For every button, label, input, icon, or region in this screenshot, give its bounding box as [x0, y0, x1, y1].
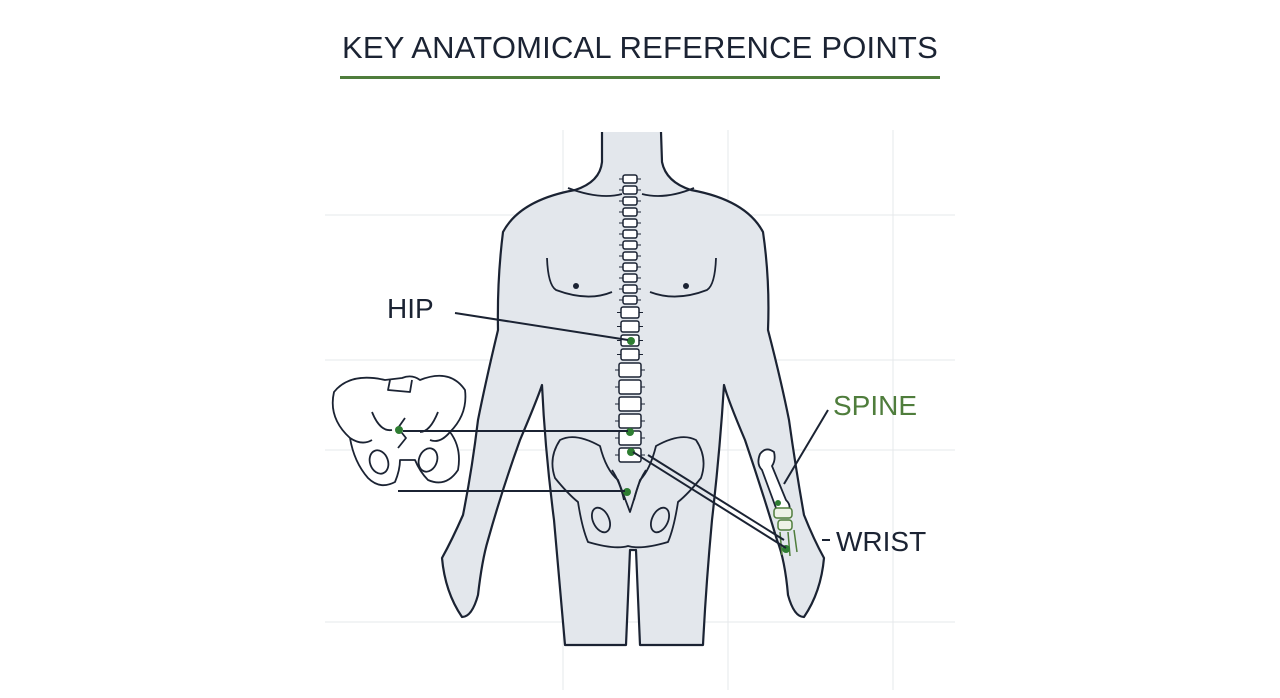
- label-hip: HIP: [387, 293, 434, 324]
- pelvis-detail-marker: [395, 426, 403, 434]
- vertebra-16: [618, 362, 642, 378]
- sacral-marker: [627, 448, 635, 456]
- vertebra-15: [620, 348, 640, 361]
- label-spine: SPINE: [833, 390, 917, 421]
- pelvis-bone: [551, 436, 705, 549]
- vertebra-3: [622, 207, 638, 217]
- vertebra-6: [622, 240, 638, 250]
- vertebra-4: [622, 218, 638, 228]
- hip-marker-spine: [627, 337, 635, 345]
- leader-lines: [398, 312, 830, 549]
- vertebra-18: [618, 396, 642, 412]
- wrist-marker-upper: [775, 500, 781, 506]
- vertebra-19: [618, 413, 642, 429]
- vertebra-9: [622, 273, 638, 283]
- right-nipple: [683, 283, 689, 289]
- title-underline: [340, 76, 940, 79]
- chest-contours: [546, 187, 717, 298]
- vertebra-2: [622, 196, 638, 206]
- page-title: KEY ANATOMICAL REFERENCE POINTS: [342, 30, 938, 65]
- wrist-bones: [773, 507, 798, 557]
- vertebra-10: [622, 284, 638, 294]
- vertebra-13: [620, 320, 640, 333]
- vertebra-8: [622, 262, 638, 272]
- vertebra-5: [622, 229, 638, 239]
- vertebra-12: [620, 306, 640, 319]
- vertebra-17: [618, 379, 642, 395]
- vertebra-0: [622, 174, 638, 184]
- vertebra-1: [622, 185, 638, 195]
- vertebra-11: [622, 295, 638, 305]
- label-wrist: WRIST: [836, 526, 926, 557]
- left-nipple: [573, 283, 579, 289]
- forearm-bone: [757, 448, 791, 515]
- spine-column: [615, 174, 645, 463]
- vertebra-7: [622, 251, 638, 261]
